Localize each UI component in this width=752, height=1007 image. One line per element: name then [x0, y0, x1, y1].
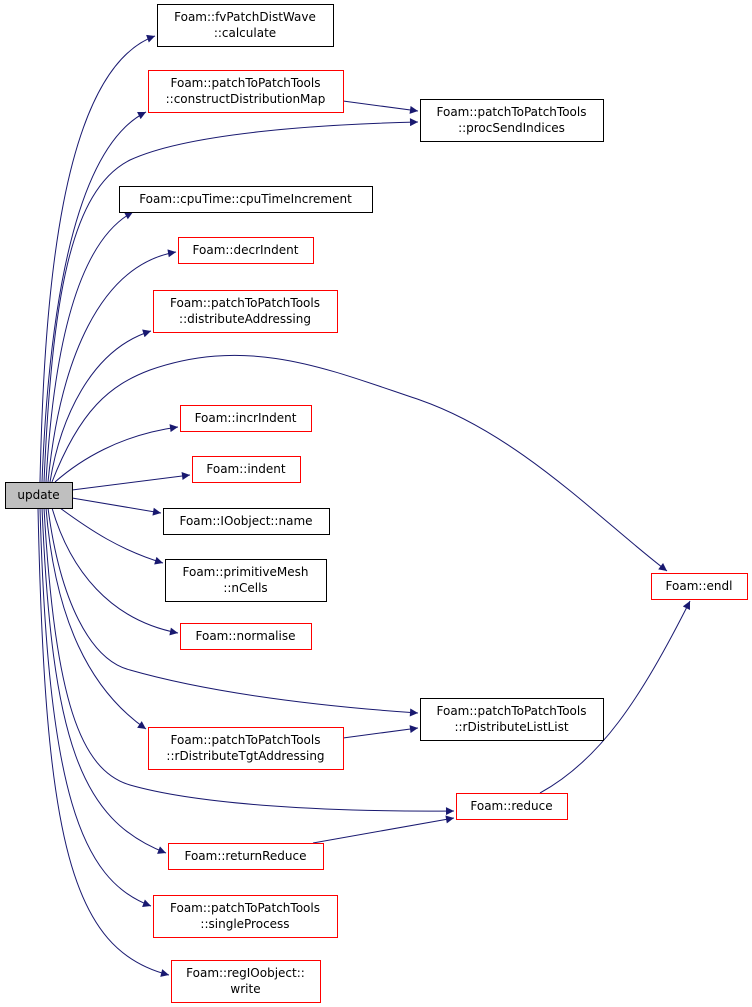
- edge-reduce-to-endl: [539, 600, 691, 794]
- node-box: [153, 895, 338, 938]
- node-label: write: [230, 982, 260, 996]
- node-label: Foam::incrIndent: [195, 411, 297, 425]
- edge-update-to-procSendIndices: [43, 118, 419, 483]
- node-label: ::procSendIndices: [458, 121, 565, 135]
- node-write[interactable]: Foam::regIOobject::write: [171, 960, 321, 1003]
- node-name: Foam::IOobject::name: [163, 508, 330, 535]
- node-normalise[interactable]: Foam::normalise: [180, 623, 312, 650]
- node-label: Foam::IOobject::name: [179, 514, 312, 528]
- node-returnReduce[interactable]: Foam::returnReduce: [168, 843, 324, 870]
- node-nCells: Foam::primitiveMesh::nCells: [165, 559, 327, 602]
- node-reduce[interactable]: Foam::reduce: [456, 793, 568, 820]
- node-box: [163, 508, 330, 535]
- node-label: ::singleProcess: [200, 917, 289, 931]
- node-box: [153, 290, 338, 333]
- node-label: Foam::endl: [666, 579, 733, 593]
- node-update: update: [5, 482, 73, 509]
- nodes: updateFoam::fvPatchDistWave::calculateFo…: [5, 4, 748, 1003]
- node-box: [165, 559, 327, 602]
- node-box: [168, 843, 324, 870]
- edge-update-to-calculate: [39, 34, 156, 483]
- node-rDistributeListList: Foam::patchToPatchTools::rDistributeList…: [420, 698, 604, 741]
- edge-update-to-rDistributeTgtAddressing: [45, 507, 147, 730]
- node-indent[interactable]: Foam::indent: [192, 456, 301, 483]
- node-label: ::rDistributeTgtAddressing: [166, 749, 324, 763]
- node-label: Foam::patchToPatchTools: [170, 901, 320, 915]
- node-procSendIndices: Foam::patchToPatchTools::procSendIndices: [420, 99, 604, 142]
- node-label: Foam::patchToPatchTools: [437, 105, 587, 119]
- edge-update-to-write: [37, 507, 170, 977]
- edge-constructDistributionMap-to-procSendIndices: [342, 100, 419, 114]
- node-box: [651, 573, 748, 600]
- node-distributeAddressing[interactable]: Foam::patchToPatchTools::distributeAddre…: [153, 290, 338, 333]
- node-box: [180, 405, 312, 432]
- node-box: [180, 623, 312, 650]
- node-box: [178, 237, 314, 264]
- edge-update-to-indent: [71, 472, 191, 491]
- node-label: Foam::indent: [206, 462, 285, 476]
- edge-update-to-rDistributeListList: [47, 507, 419, 717]
- node-label: Foam::patchToPatchTools: [171, 733, 321, 747]
- edge-update-to-name: [71, 497, 162, 516]
- node-cpuTimeIncrement: Foam::cpuTime::cpuTimeIncrement: [119, 186, 373, 213]
- edge-update-to-normalise: [51, 507, 179, 636]
- node-singleProcess[interactable]: Foam::patchToPatchTools::singleProcess: [153, 895, 338, 938]
- node-box: [119, 186, 373, 213]
- node-box: [420, 698, 604, 741]
- node-label: Foam::returnReduce: [184, 849, 306, 863]
- edge-update-to-cpuTimeIncrement: [45, 211, 134, 483]
- edge-update-to-nCells: [59, 507, 164, 565]
- edges: [37, 34, 691, 977]
- edge-returnReduce-to-reduce: [312, 815, 455, 844]
- node-rDistributeTgtAddressing[interactable]: Foam::patchToPatchTools::rDistributeTgtA…: [148, 727, 344, 770]
- node-label: Foam::patchToPatchTools: [171, 76, 321, 90]
- node-label: ::constructDistributionMap: [166, 92, 326, 106]
- node-box: [157, 4, 334, 47]
- edge-update-to-singleProcess: [39, 507, 152, 907]
- node-label: ::nCells: [223, 581, 267, 595]
- node-label: Foam::patchToPatchTools: [437, 704, 587, 718]
- edge-update-to-constructDistributionMap: [41, 111, 147, 483]
- node-label: Foam::patchToPatchTools: [170, 296, 320, 310]
- node-box: [420, 99, 604, 142]
- node-box: [5, 482, 73, 509]
- node-box: [171, 960, 321, 1003]
- node-constructDistributionMap[interactable]: Foam::patchToPatchTools::constructDistri…: [148, 70, 344, 113]
- node-label: Foam::cpuTime::cpuTimeIncrement: [139, 192, 352, 206]
- node-box: [192, 456, 301, 483]
- edge-update-to-reduce: [43, 507, 455, 816]
- edge-rDistributeTgtAddressing-to-rDistributeListList: [342, 725, 419, 739]
- node-box: [456, 793, 568, 820]
- node-decrIndent[interactable]: Foam::decrIndent: [178, 237, 314, 264]
- node-label: ::rDistributeListList: [454, 720, 568, 734]
- node-label: Foam::reduce: [470, 799, 552, 813]
- node-box: [148, 70, 344, 113]
- edge-update-to-incrIndent: [54, 424, 179, 483]
- node-calculate: Foam::fvPatchDistWave::calculate: [157, 4, 334, 47]
- edge-update-to-returnReduce: [41, 507, 167, 854]
- node-incrIndent[interactable]: Foam::incrIndent: [180, 405, 312, 432]
- node-label: update: [17, 488, 59, 502]
- node-label: ::distributeAddressing: [179, 312, 311, 326]
- node-label: Foam::decrIndent: [193, 243, 299, 257]
- node-label: Foam::normalise: [196, 629, 296, 643]
- node-label: ::calculate: [214, 26, 276, 40]
- edge-update-to-distributeAddressing: [49, 329, 152, 483]
- node-box: [148, 727, 344, 770]
- node-endl[interactable]: Foam::endl: [651, 573, 748, 600]
- edge-update-to-endl: [51, 354, 668, 572]
- node-label: Foam::fvPatchDistWave: [174, 10, 316, 24]
- node-label: Foam::regIOobject::: [186, 966, 305, 980]
- edge-update-to-decrIndent: [47, 249, 177, 483]
- node-label: Foam::primitiveMesh: [183, 565, 309, 579]
